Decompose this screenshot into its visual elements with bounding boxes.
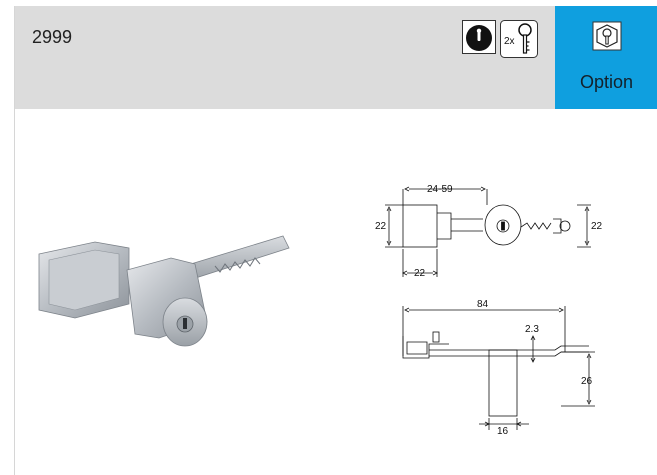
option-key-icon xyxy=(592,21,622,51)
dim-cylinder-width: 16 xyxy=(497,426,509,437)
dim-depth: 26 xyxy=(581,376,593,387)
dim-width: 22 xyxy=(414,268,426,279)
cylinder-lock-icon xyxy=(462,20,496,54)
product-code: 2999 xyxy=(32,27,73,47)
dim-height-right: 22 xyxy=(591,221,603,232)
option-label: Option xyxy=(579,72,634,92)
technical-drawing-side: 84 2.3 26 16 xyxy=(402,299,595,437)
dim-offset: 2.3 xyxy=(525,324,539,335)
product-photo xyxy=(38,235,290,347)
dim-height-left: 22 xyxy=(375,221,387,232)
product-card: 2999 2x Option xyxy=(14,6,657,475)
two-keys-icon: 2x xyxy=(500,20,538,58)
technical-drawing-top: 24-59 22 22 22 xyxy=(375,184,603,279)
dim-total-length: 84 xyxy=(477,299,489,310)
product-header: 2999 2x Option xyxy=(15,6,657,109)
option-badge[interactable]: Option xyxy=(555,6,657,109)
svg-text:2x: 2x xyxy=(504,36,515,47)
dim-length: 24-59 xyxy=(427,184,453,195)
